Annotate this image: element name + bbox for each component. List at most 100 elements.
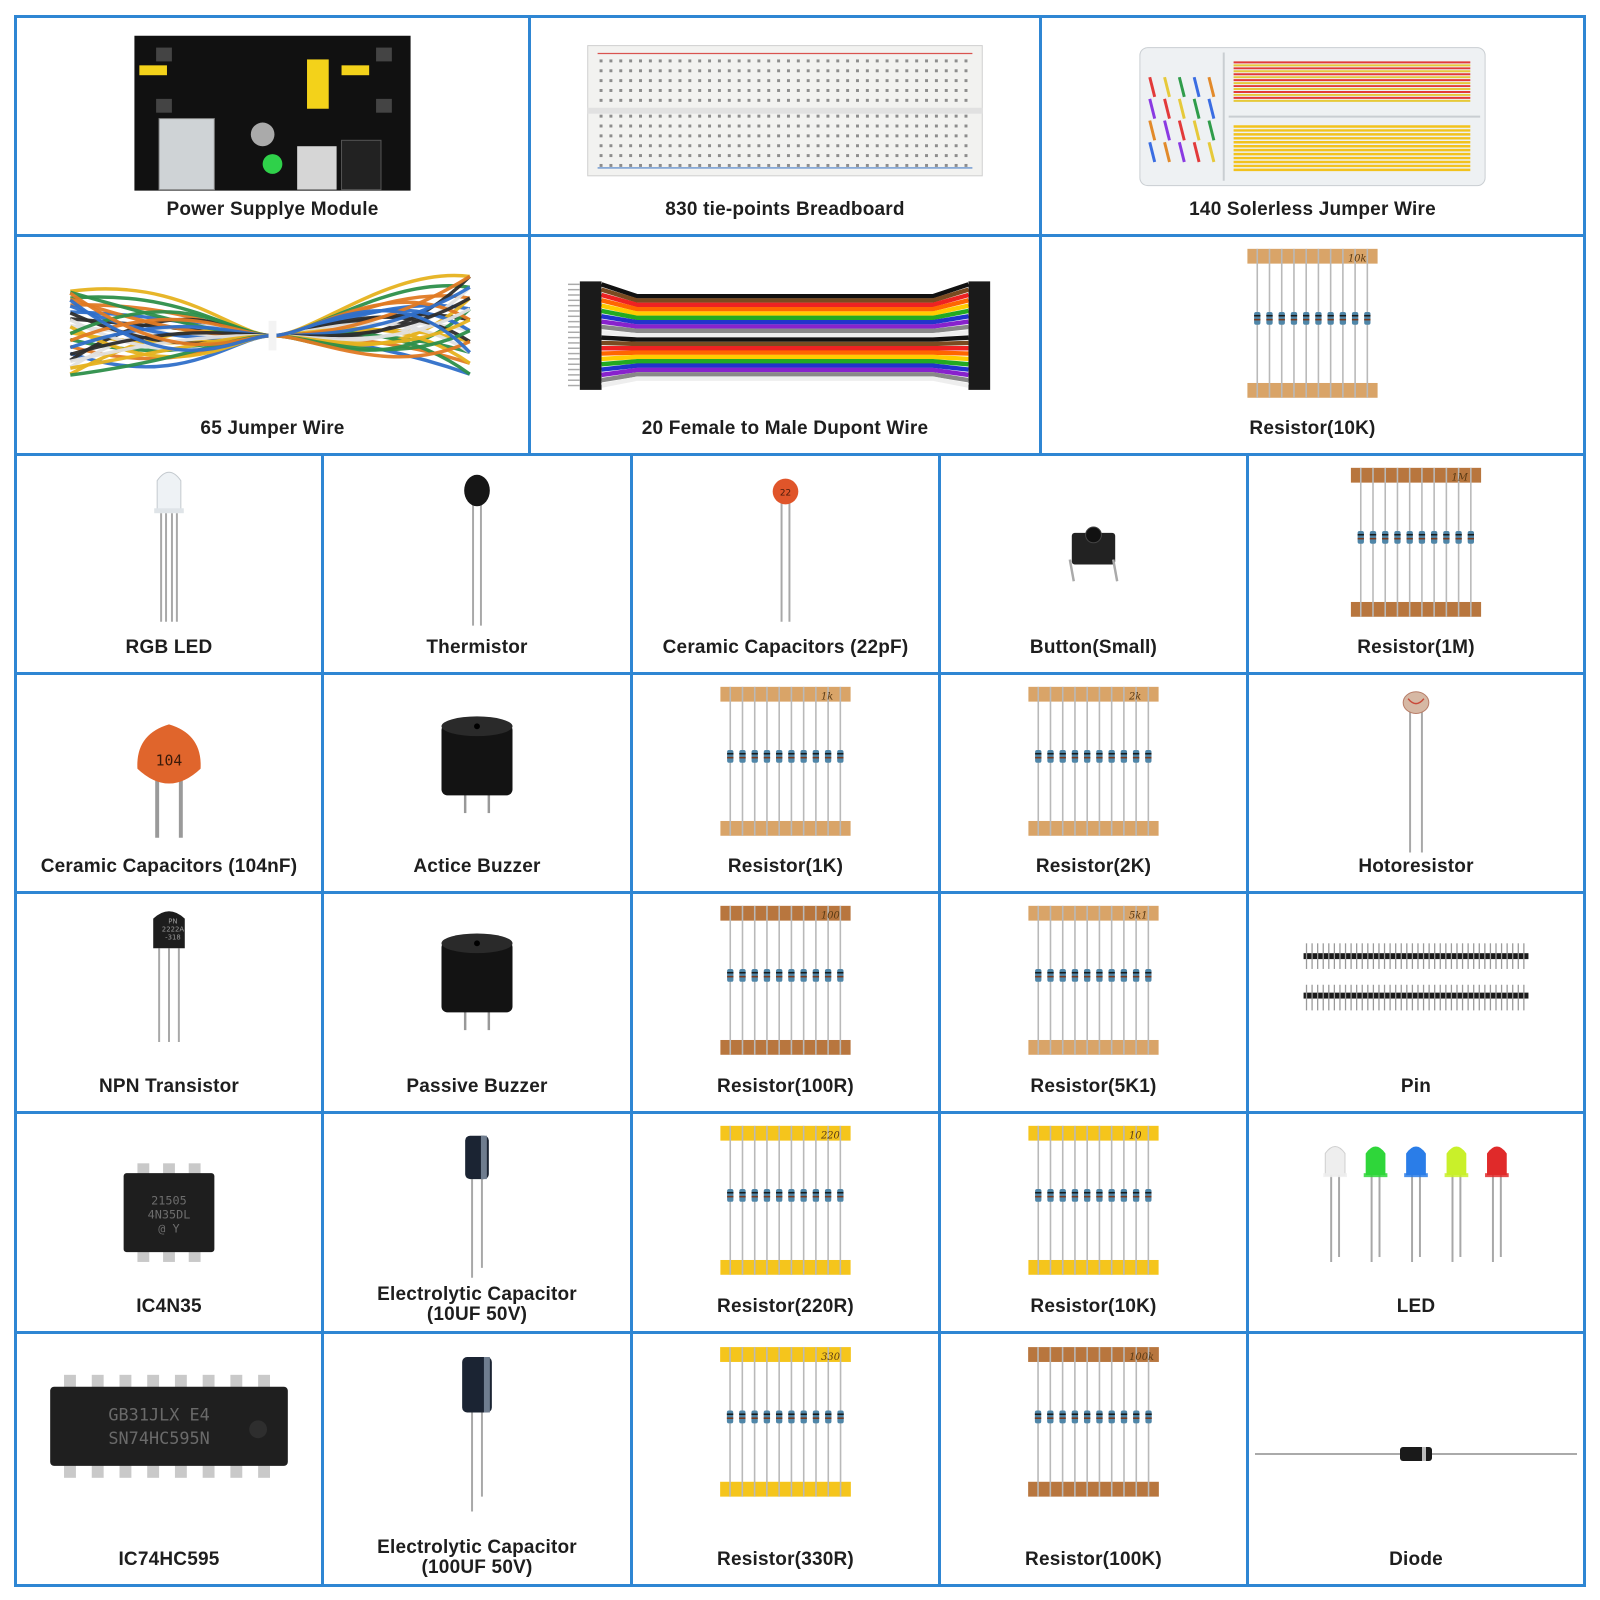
component-image [441,716,513,814]
component-label: 830 tie-points Breadboard [665,199,905,220]
power-supply-module-icon [134,35,411,191]
component-label: Thermistor [426,637,528,658]
component-label: Power Supplye Module [166,199,379,220]
component-label: Resistor(1M) [1357,637,1475,658]
component-label: Pin [1400,1076,1432,1097]
component-image [587,45,983,177]
resistor-strip-icon: 10k [1247,248,1378,398]
svg-text:SN74HC595N: SN74HC595N [108,1428,209,1448]
component-image: GB31JLX E4 SN74HC595N [50,1374,288,1478]
dupont-ribbon-icon [568,281,991,390]
component-cell-actice-buzzer: Actice Buzzer [324,675,633,894]
svg-text:100: 100 [821,911,840,922]
component-label: RGB LED [125,637,213,658]
component-cell-electrolytic-capacitor-100uf-50v: Electrolytic Capacitor (100UF 50V) [324,1334,633,1584]
component-cell-65-jumper-wire: 65 Jumper Wire [17,237,531,456]
component-image: 1k [720,686,851,836]
grid-row: Power Supplye Module 830 tie-points Bread… [17,18,1583,237]
svg-text:104: 104 [156,753,183,770]
pin-header-icon [1303,943,1529,1011]
passive-buzzer-icon [441,933,513,1031]
component-image: 22 [772,478,799,622]
component-cell-thermistor: Thermistor [324,456,633,675]
component-cell-button-small: Button(Small) [941,456,1249,675]
component-cell-pin: Pin [1249,894,1583,1114]
component-cell-140-solerless-jumper-wire: 140 Solerless Jumper Wire [1042,18,1583,237]
resistor-strip-icon: 330 [720,1347,851,1497]
component-image: 100 [720,905,851,1055]
svg-text:10: 10 [1129,1131,1142,1142]
component-image [1303,943,1529,1011]
component-cell-passive-buzzer: Passive Buzzer [324,894,633,1114]
rgb-led-icon [154,471,184,622]
component-image [1139,47,1486,187]
component-cell-electrolytic-capacitor-10uf-50v: Electrolytic Capacitor (10UF 50V) [324,1114,633,1334]
svg-text:22: 22 [780,488,791,498]
component-label: 140 Solerless Jumper Wire [1189,199,1436,220]
component-label: Hotoresistor [1358,856,1474,877]
component-image [462,1357,492,1512]
component-label: Resistor(2K) [1035,856,1152,877]
component-image: 2k [1028,686,1159,836]
component-image [1323,1146,1509,1262]
resistor-strip-icon: 1M [1350,467,1482,617]
component-label: Button(Small) [1029,637,1158,658]
svg-text:100k: 100k [1129,1352,1154,1363]
component-label: 20 Female to Male Dupont Wire [641,418,929,439]
resistor-strip-icon: 220 [720,1125,851,1275]
resistor-strip-icon: 10 [1028,1125,1159,1275]
jumper-wire-box-icon [1139,47,1486,187]
svg-text:GB31JLX E4: GB31JLX E4 [108,1404,209,1424]
dip16-chip-icon: GB31JLX E4 SN74HC595N [50,1374,288,1478]
component-label: Passive Buzzer [406,1076,548,1097]
component-image: 330 [720,1347,851,1497]
component-image: 104 [137,724,201,838]
push-button-icon [1068,526,1119,582]
component-label: IC4N35 [136,1296,202,1317]
led-set-icon [1323,1146,1509,1262]
electrolytic-capacitor-icon [462,1357,492,1512]
component-label: Electrolytic Capacitor (10UF 50V) [377,1284,577,1325]
component-label: Resistor(10K) [1030,1296,1157,1317]
component-cell-830-tie-points-breadboard: 830 tie-points Breadboard [531,18,1042,237]
svg-text:5k1: 5k1 [1129,911,1148,922]
component-image: 1M [1350,467,1482,617]
resistor-strip-icon: 1k [720,686,851,836]
thermistor-icon [464,474,490,626]
component-image [1255,1447,1577,1461]
component-image [465,1135,489,1278]
component-image: 220 [720,1125,851,1275]
component-grid: Power Supplye Module 830 tie-points Bread… [14,15,1586,1587]
component-label: 65 Jumper Wire [200,418,345,439]
component-image: 10k [1247,248,1378,398]
component-image [154,471,184,622]
breadboard-icon [587,45,983,177]
svg-text:21505: 21505 [151,1194,187,1208]
component-label: Ceramic Capacitors (22pF) [662,637,909,658]
component-cell-resistor-1m: 1M Resistor(1M) [1249,456,1583,675]
ceramic-capacitor-icon: 22 [772,478,799,622]
component-label: Resistor(1K) [727,856,844,877]
svg-text:-318: -318 [165,933,181,941]
diode-icon [1255,1447,1577,1461]
component-image: 5k1 [1028,905,1159,1055]
svg-text:1k: 1k [821,692,833,703]
component-cell-power-supplye-module: Power Supplye Module [17,18,531,237]
svg-text:@ Y: @ Y [158,1221,179,1235]
